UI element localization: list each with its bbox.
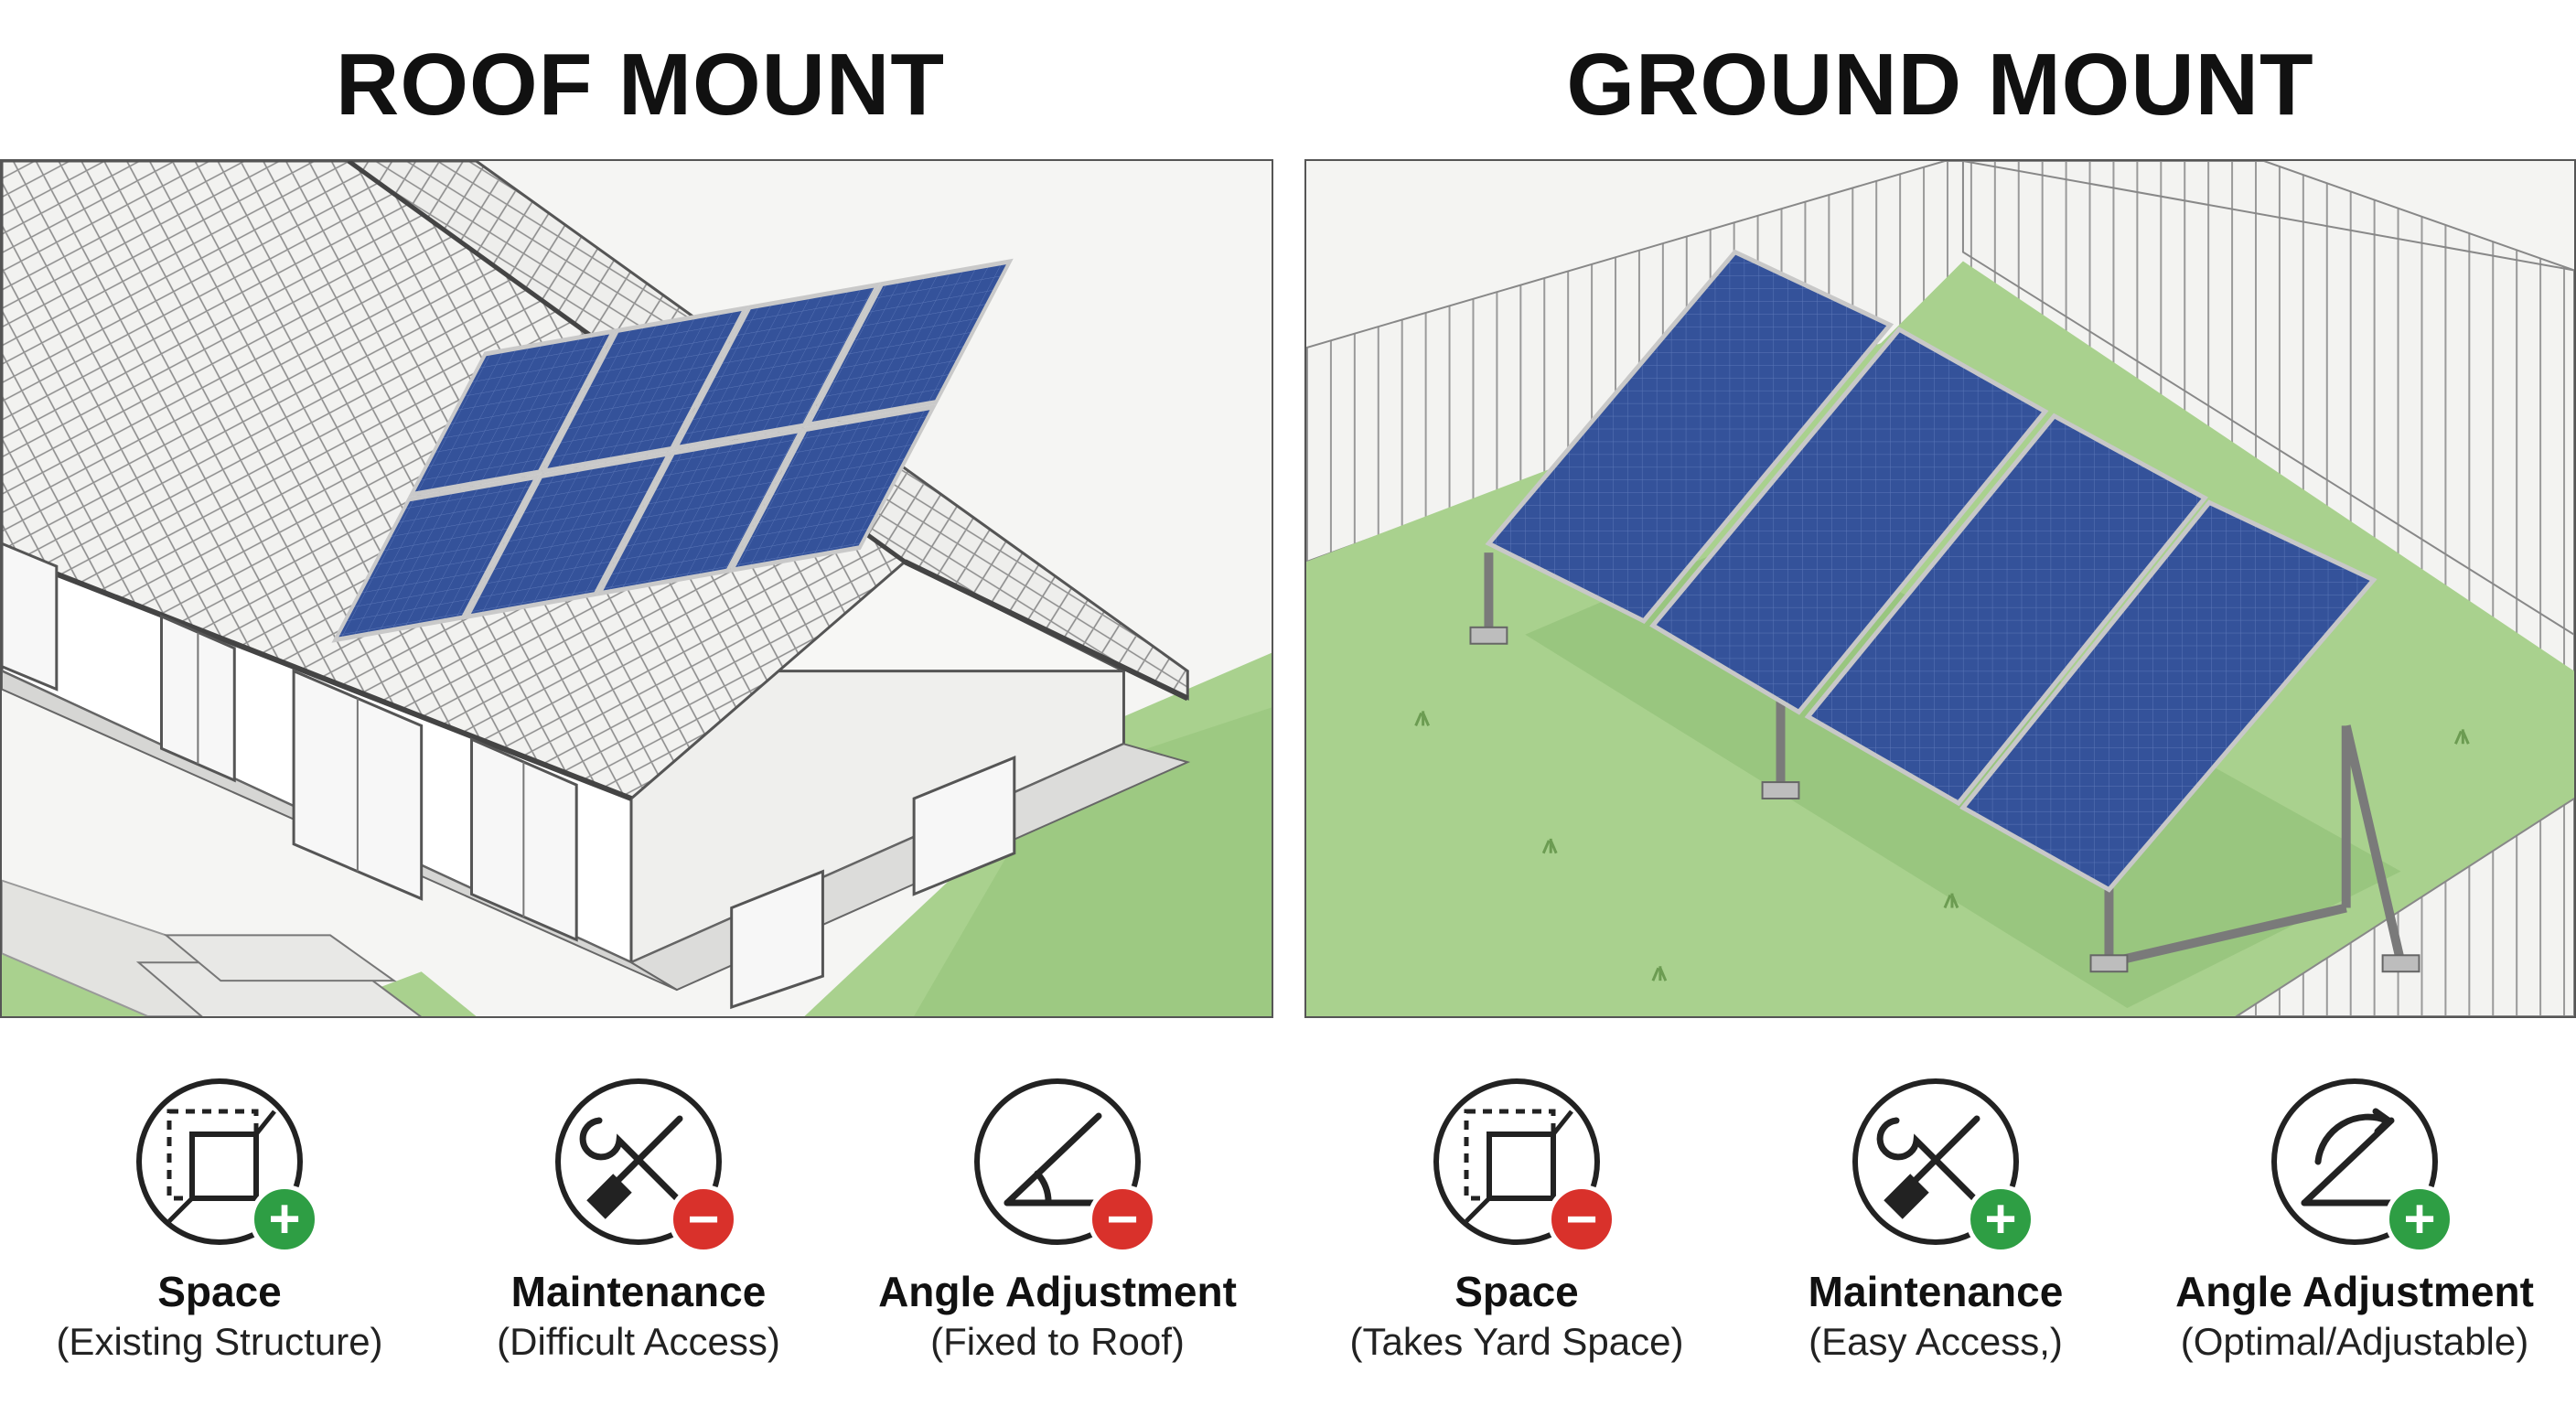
- feature-detail: (Takes Yard Space): [1349, 1320, 1684, 1363]
- ground-feature-space: − Space (Takes Yard Space): [1315, 1075, 1718, 1364]
- feature-detail: (Difficult Access): [497, 1320, 780, 1363]
- plus-badge-icon: +: [250, 1185, 319, 1254]
- roof-feature-angle: − Angle Adjustment (Fixed to Roof): [856, 1075, 1259, 1364]
- feature-label: Space: [1454, 1268, 1579, 1315]
- minus-badge-icon: −: [669, 1185, 738, 1254]
- feature-label: Angle Adjustment: [878, 1268, 1237, 1315]
- roof-feature-maintenance: − Maintenance (Difficult Access): [437, 1075, 840, 1364]
- roof-feature-space: + Space (Existing Structure): [18, 1075, 421, 1364]
- ground-feature-angle: + Angle Adjustment (Optimal/Adjustable): [2153, 1075, 2556, 1364]
- roof-mount-illustration: [0, 159, 1273, 1018]
- ground-solar-array: [1485, 249, 2377, 893]
- ground-mount-illustration: [1304, 159, 2576, 1018]
- ground-feature-maintenance: + Maintenance (Easy Access,): [1734, 1075, 2137, 1364]
- feature-detail: (Existing Structure): [56, 1320, 383, 1363]
- minus-badge-icon: −: [1547, 1185, 1616, 1254]
- feature-detail: (Optimal/Adjustable): [2180, 1320, 2529, 1363]
- feature-detail: (Fixed to Roof): [930, 1320, 1185, 1363]
- feature-label: Space: [157, 1268, 282, 1315]
- feature-label: Maintenance: [1808, 1268, 2064, 1315]
- roof-mount-title: ROOF MOUNT: [336, 36, 945, 134]
- minus-badge-icon: −: [1088, 1185, 1157, 1254]
- feature-label: Maintenance: [510, 1268, 767, 1315]
- roof-solar-array: [331, 258, 1014, 643]
- plus-badge-icon: +: [1966, 1185, 2035, 1254]
- yard-with-ground-solar-array: [1306, 161, 2574, 1016]
- plus-badge-icon: +: [2385, 1185, 2454, 1254]
- house-with-roof-solar-panels: [2, 161, 1272, 1016]
- feature-label: Angle Adjustment: [2175, 1268, 2534, 1315]
- ground-mount-title: GROUND MOUNT: [1566, 36, 2314, 134]
- feature-detail: (Easy Access,): [1809, 1320, 2063, 1363]
